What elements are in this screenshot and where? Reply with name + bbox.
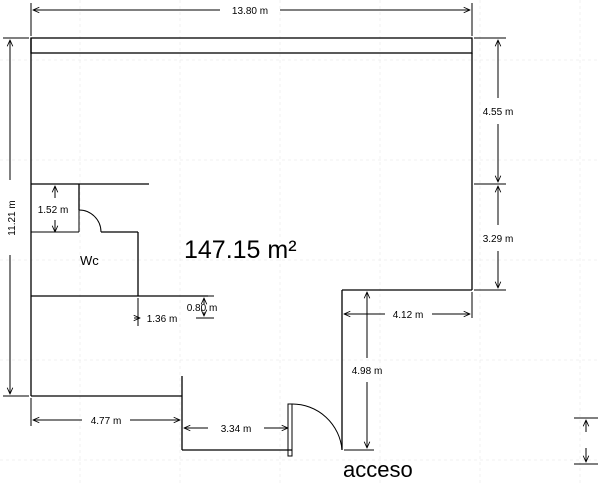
dim-right-upper: 4.55 m bbox=[483, 107, 514, 118]
total-area-label: 147.15 m² bbox=[184, 236, 297, 264]
entrance-label: acceso bbox=[343, 457, 413, 482]
dim-bottom-middle: 3.34 m bbox=[221, 424, 252, 435]
dim-right-lower: 3.29 m bbox=[483, 234, 514, 245]
dim-notch-height: 4.98 m bbox=[352, 366, 383, 377]
dim-wc-step: 0.80 m bbox=[187, 303, 218, 314]
dim-width-top: 13.80 m bbox=[232, 6, 268, 17]
dim-wc-door: 1.52 m bbox=[38, 205, 69, 216]
dim-height-left: 11.21 m bbox=[7, 200, 18, 235]
dimension-lines bbox=[3, 3, 598, 465]
wc-room-label: Wc bbox=[80, 253, 99, 268]
dim-notch-width: 4.12 m bbox=[393, 310, 424, 321]
dim-bottom-left: 4.77 m bbox=[91, 416, 122, 427]
dim-wc-width: 1.36 m bbox=[147, 314, 178, 325]
